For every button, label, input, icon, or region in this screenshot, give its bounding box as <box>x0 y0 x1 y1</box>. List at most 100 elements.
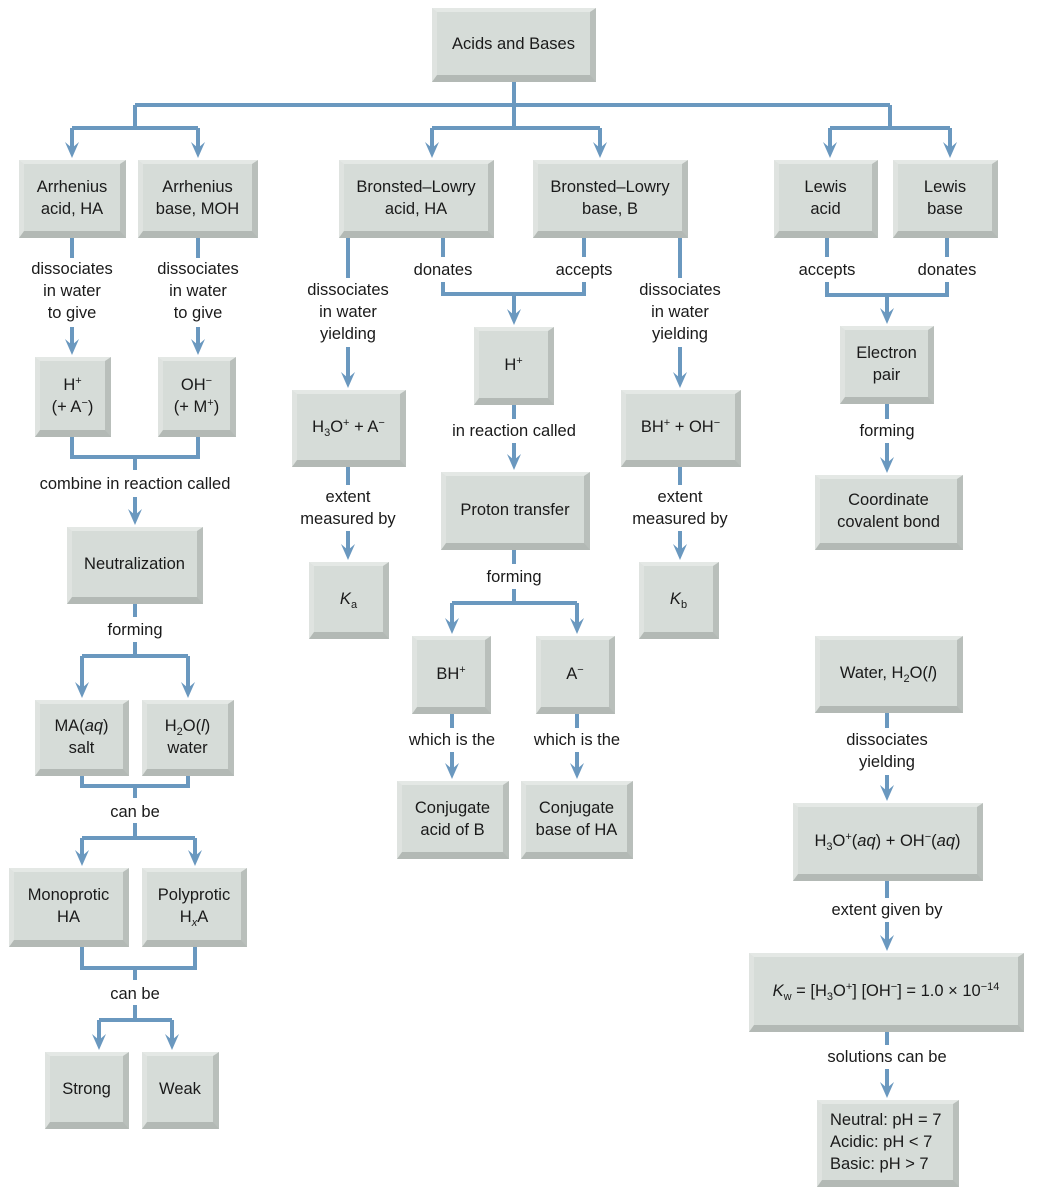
text: water <box>167 738 208 757</box>
text: HA <box>57 908 80 926</box>
box-water-h2o: Water, H2O(l) <box>815 636 963 713</box>
text: Lewis <box>804 177 847 196</box>
text: Monoprotic <box>27 886 110 904</box>
connector-line <box>80 947 197 970</box>
box-bh-plus-oh-minus: BH+ + OH− <box>621 390 741 467</box>
text: (+ A−) <box>51 396 94 416</box>
label-lewis-accepts: accepts <box>798 261 856 279</box>
text: HxA <box>179 908 209 929</box>
text: H3O+ + A− <box>312 417 385 439</box>
text: H+ <box>63 374 82 394</box>
text: base, MOH <box>155 199 240 218</box>
box-ka: Ka <box>309 562 389 639</box>
box-coordinate-covalent-bond: Coordinate covalent bond <box>815 475 963 550</box>
text: covalent bond <box>837 513 940 531</box>
box-conjugate-acid: Conjugate acid of B <box>397 781 509 859</box>
text: acid <box>810 199 841 218</box>
text: H3O+(aq) + OH−(aq) <box>814 830 961 853</box>
text: base of HA <box>535 820 618 839</box>
text: base <box>927 199 963 218</box>
label-which-is-the-2: which is the <box>533 731 621 749</box>
text: salt <box>68 738 95 757</box>
box-lewis-acid: Lewis acid <box>774 160 878 238</box>
box-h-plus: H+ <box>474 327 554 405</box>
box-h2o-water: H2O(l) water <box>142 700 234 776</box>
text: Arrhenius <box>162 177 233 196</box>
text: Bronsted–Lowry <box>356 177 476 196</box>
text: acid of B <box>420 820 485 839</box>
box-bh-plus: BH+ <box>412 636 491 714</box>
box-h3o-oh-aq: H3O+(aq) + OH−(aq) <box>793 803 983 881</box>
label-in-reaction-called: in reaction called <box>452 422 576 440</box>
text: Neutral: pH = 7 <box>830 1111 942 1129</box>
text: acid, HA <box>384 199 448 218</box>
box-oh-minus-m-plus: OH− (+ M+) <box>158 357 236 437</box>
text: Coordinate <box>848 491 929 509</box>
text: BH+ <box>436 663 466 683</box>
text: Polyprotic <box>157 886 231 904</box>
box-ma-salt: MA(aq) salt <box>35 700 129 776</box>
label-which-is-the-1: which is the <box>408 731 496 749</box>
box-kw: Kw = [H3O+] [OH−] = 1.0 × 10−14 <box>749 953 1024 1032</box>
connector-line <box>70 437 200 459</box>
box-h-plus-a-minus: H+ (+ A−) <box>35 357 111 437</box>
text: Kb <box>669 590 688 611</box>
box-neutralization: Neutralization <box>67 527 203 604</box>
box-acids-and-bases: Acids and Bases <box>432 8 596 82</box>
text: Kw = [H3O+] [OH−] = 1.0 × 10−14 <box>772 981 1000 1003</box>
label-solutions-can-be: solutions can be <box>827 1048 947 1066</box>
box-strong: Strong <box>45 1052 129 1129</box>
text: MA(aq) <box>54 716 109 735</box>
label-electron-pair-forming: forming <box>859 422 915 440</box>
text: OH− <box>180 374 213 394</box>
text: pair <box>872 365 901 384</box>
text: Lewis <box>923 177 967 196</box>
text: Conjugate <box>414 798 491 817</box>
text: A− <box>566 663 584 683</box>
label-bl-donates: donates <box>413 261 473 279</box>
label-can-be-1: can be <box>110 803 160 821</box>
text: (+ M+) <box>173 396 220 416</box>
label-bl-accepts: accepts <box>555 261 613 279</box>
box-kb: Kb <box>639 562 719 639</box>
text: Water, H2O(l) <box>839 664 938 685</box>
text: Conjugate <box>538 798 615 817</box>
box-arrhenius-base: Arrhenius base, MOH <box>138 160 258 238</box>
text: Ka <box>339 590 358 611</box>
label-neutralization-forming: forming <box>107 621 163 639</box>
text: base, B <box>582 199 638 218</box>
box-weak: Weak <box>142 1052 219 1129</box>
box-a-minus: A− <box>536 636 615 714</box>
text: H+ <box>504 354 523 374</box>
text: Bronsted–Lowry <box>550 177 670 196</box>
text: H2O(l) <box>164 716 211 738</box>
text: Basic: pH > 7 <box>830 1155 929 1173</box>
box-proton-transfer: Proton transfer <box>441 472 590 550</box>
text: Acidic: pH < 7 <box>830 1133 933 1151</box>
connector-line <box>825 282 949 297</box>
label-combine: combine in reaction called <box>39 475 231 493</box>
box-polyprotic: Polyprotic HxA <box>142 868 247 947</box>
box-h3o-plus-a-minus: H3O+ + A− <box>292 390 406 467</box>
box-lewis-base: Lewis base <box>893 160 998 238</box>
box-monoprotic: Monoprotic HA <box>9 868 129 947</box>
box-bronsted-lowry-base: Bronsted–Lowry base, B <box>533 160 688 238</box>
connector-line <box>441 282 586 296</box>
label-can-be-2: can be <box>110 985 160 1003</box>
box-electron-pair: Electron pair <box>840 326 934 404</box>
text: acid, HA <box>40 199 104 218</box>
box-conjugate-base: Conjugate base of HA <box>521 781 633 859</box>
connector-line <box>80 776 190 788</box>
text: BH+ + OH− <box>640 417 721 437</box>
label-proton-transfer-forming: forming <box>486 568 542 586</box>
box-bronsted-lowry-acid: Bronsted–Lowry acid, HA <box>339 160 494 238</box>
box-ph-cases: Neutral: pH = 7 Acidic: pH < 7 Basic: pH… <box>817 1100 959 1187</box>
